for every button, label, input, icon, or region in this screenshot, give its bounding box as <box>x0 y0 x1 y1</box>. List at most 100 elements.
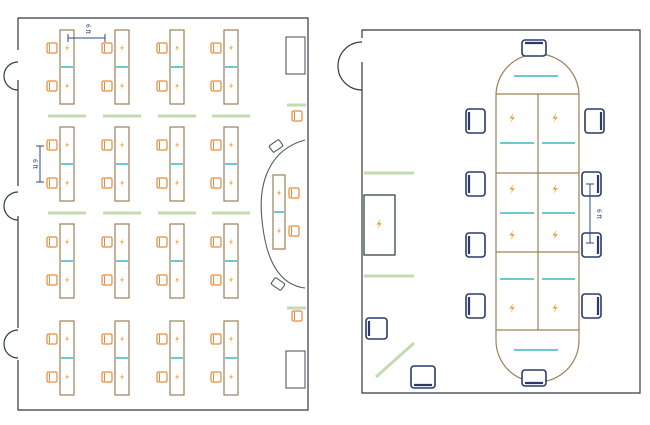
office-chair-icon <box>581 293 602 319</box>
office-chair-icon <box>291 110 303 122</box>
office-chair-icon <box>101 42 113 54</box>
power-bolt-icon <box>65 44 69 52</box>
workstation <box>210 223 239 299</box>
power-bolt-icon <box>65 276 69 284</box>
office-chair-icon <box>156 80 168 92</box>
workstation <box>156 223 185 299</box>
door-swing-icon <box>3 61 19 91</box>
power-bolt-icon <box>175 141 179 149</box>
office-chair-icon <box>210 236 222 248</box>
workstation <box>46 126 75 202</box>
office-chair-icon <box>584 108 605 134</box>
office-chair-icon <box>101 177 113 189</box>
office-chair-icon <box>46 80 58 92</box>
dimension-label-left-horizontal: 6 ft <box>84 24 91 35</box>
power-bolt-icon <box>509 302 515 314</box>
office-chair-icon <box>156 371 168 383</box>
office-chair-icon <box>521 369 547 387</box>
power-bolt-icon <box>229 179 233 187</box>
workstation <box>210 126 239 202</box>
power-bolt-icon <box>552 112 558 124</box>
office-chair-icon <box>46 371 58 383</box>
office-chair-icon <box>410 365 436 389</box>
power-bolt-icon <box>65 141 69 149</box>
power-bolt-icon <box>120 179 124 187</box>
office-chair-icon <box>210 274 222 286</box>
power-bolt-icon <box>175 335 179 343</box>
office-chair-icon <box>156 42 168 54</box>
room-wall <box>17 17 309 411</box>
power-bolt-icon <box>509 183 515 195</box>
power-bolt-icon <box>552 229 558 241</box>
workstation <box>101 223 130 299</box>
power-bolt-icon <box>175 179 179 187</box>
workstation <box>46 320 75 396</box>
office-chair-icon <box>521 39 547 57</box>
workstation <box>210 320 239 396</box>
power-bolt-icon <box>65 335 69 343</box>
office-chair-icon <box>465 293 486 319</box>
door-swing-icon <box>3 191 19 221</box>
office-chair-icon <box>101 371 113 383</box>
curved-partition <box>260 139 306 289</box>
power-bolt-icon <box>175 276 179 284</box>
power-bolt-icon <box>65 373 69 381</box>
power-bolt-icon <box>229 82 233 90</box>
office-chair-icon <box>288 225 300 237</box>
cabinet <box>285 350 306 389</box>
power-bolt-icon <box>552 302 558 314</box>
workstation <box>46 29 75 105</box>
power-bolt-icon <box>65 82 69 90</box>
office-chair-icon <box>465 232 486 258</box>
dimension-left-horizontal: 6 ft <box>67 24 106 42</box>
office-chair-icon <box>101 333 113 345</box>
power-bolt-icon <box>120 335 124 343</box>
power-bolt-icon <box>120 276 124 284</box>
office-chair-icon <box>156 274 168 286</box>
right-room-boardroom-layout <box>337 29 641 394</box>
workstation <box>101 126 130 202</box>
power-bolt-icon <box>120 141 124 149</box>
power-bolt-icon <box>175 82 179 90</box>
room-wall <box>361 29 641 394</box>
office-chair-icon <box>210 371 222 383</box>
office-chair-icon <box>210 80 222 92</box>
workstation <box>210 29 239 105</box>
power-bolt-icon <box>229 335 233 343</box>
office-chair-icon <box>465 171 486 197</box>
dimension-right-vertical: 6 ft <box>586 183 602 244</box>
office-chair-icon <box>291 310 303 322</box>
office-chair-icon <box>156 236 168 248</box>
door-swing-icon <box>337 41 363 67</box>
workstation <box>156 320 185 396</box>
office-chair-icon <box>46 177 58 189</box>
power-bolt-icon <box>509 229 515 241</box>
door-swing-icon <box>3 329 19 359</box>
workstation <box>156 29 185 105</box>
door-swing-icon <box>337 65 363 91</box>
office-chair-icon <box>210 177 222 189</box>
workstation <box>101 320 130 396</box>
power-bolt-icon <box>120 82 124 90</box>
office-chair-icon <box>101 236 113 248</box>
power-bolt-icon <box>376 218 382 230</box>
power-bolt-icon <box>229 44 233 52</box>
office-chair-icon <box>270 277 286 291</box>
office-chair-icon <box>101 139 113 151</box>
office-chair-icon <box>156 139 168 151</box>
power-bolt-icon <box>120 44 124 52</box>
dimension-annotations: 6 ft 6 ft 6 ft <box>31 24 602 244</box>
dimension-label-left-vertical: 6 ft <box>31 159 38 170</box>
power-bolt-icon <box>277 227 281 235</box>
divider <box>374 341 416 379</box>
left-room-classroom-layout <box>3 17 309 411</box>
power-bolt-icon <box>229 373 233 381</box>
office-chair-icon <box>46 274 58 286</box>
office-chair-icon <box>210 42 222 54</box>
power-bolt-icon <box>229 276 233 284</box>
power-bolt-icon <box>229 238 233 246</box>
office-chair-icon <box>46 139 58 151</box>
office-chair-icon <box>101 80 113 92</box>
dimension-left-vertical: 6 ft <box>31 145 44 183</box>
power-bolt-icon <box>229 141 233 149</box>
